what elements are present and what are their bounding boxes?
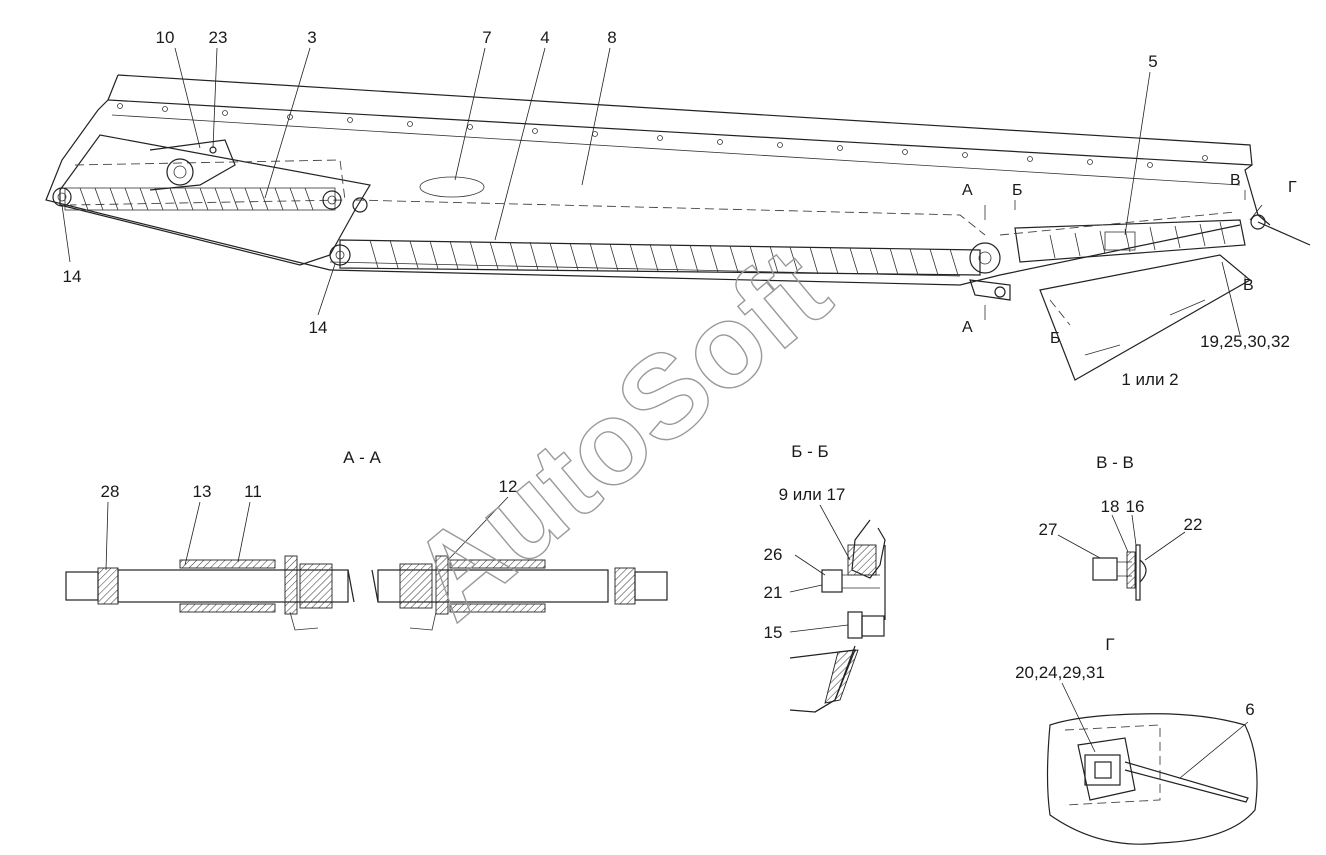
callout-19-25-30-32: 19,25,30,32	[1200, 332, 1290, 351]
outlet-auger	[999, 211, 1246, 263]
discharge-cover	[1039, 254, 1252, 381]
roller-upper	[322, 190, 342, 210]
callout-12: 12	[499, 477, 518, 496]
callout-20-24-29-31: 20,24,29,31	[1015, 663, 1105, 682]
callout-16: 16	[1126, 497, 1145, 516]
callout-1-or-2: 1 или 2	[1121, 370, 1178, 389]
callout-23: 23	[209, 28, 228, 47]
callout-22: 22	[1184, 515, 1203, 534]
section-mark-b-bottom: Б	[1050, 330, 1061, 347]
view-mark-g: Г	[1288, 179, 1297, 196]
callout-28: 28	[101, 482, 120, 501]
callout-6: 6	[1245, 700, 1254, 719]
callout-3: 3	[307, 28, 316, 47]
bolt-row	[117, 103, 1208, 168]
callout-5: 5	[1148, 52, 1157, 71]
callout-leaders	[61, 47, 1263, 336]
roller-left	[52, 187, 72, 207]
callout-18: 18	[1101, 497, 1120, 516]
callout-14-left: 14	[63, 267, 82, 286]
callout-14-lower: 14	[309, 318, 328, 337]
callout-27: 27	[1039, 520, 1058, 539]
housing-outline	[117, 74, 1271, 226]
right-sprocket	[969, 242, 1001, 274]
callout-8: 8	[607, 28, 616, 47]
section-mark-v-top: В	[1230, 172, 1241, 189]
callout-26: 26	[764, 545, 783, 564]
section-bb	[789, 504, 886, 713]
callout-13: 13	[193, 482, 212, 501]
section-aa	[65, 496, 668, 631]
callout-21: 21	[764, 583, 783, 602]
callout-10: 10	[156, 28, 175, 47]
main-assembly-view	[45, 74, 1311, 381]
section-vv-title: В - В	[1096, 453, 1134, 472]
section-bb-title: Б - Б	[791, 442, 828, 461]
section-mark-b-top: Б	[1012, 182, 1023, 199]
inspection-hatch	[419, 176, 485, 198]
left-auger	[64, 187, 336, 211]
section-aa-title: А - А	[343, 448, 381, 467]
callout-7: 7	[482, 28, 491, 47]
section-mark-v-bottom: В	[1243, 277, 1254, 294]
section-mark-a-top: А	[962, 182, 973, 199]
view-g	[1046, 682, 1258, 845]
left-feeder-housing	[59, 134, 371, 266]
section-vv	[1057, 514, 1186, 601]
view-g-title: Г	[1105, 635, 1114, 654]
callout-15: 15	[764, 623, 783, 642]
callout-9-or-17: 9 или 17	[779, 485, 846, 504]
main-auger	[339, 199, 986, 276]
drive-sprocket	[166, 158, 194, 186]
callout-4: 4	[540, 28, 549, 47]
section-mark-a-bottom: А	[962, 319, 973, 336]
callout-11: 11	[244, 482, 262, 501]
